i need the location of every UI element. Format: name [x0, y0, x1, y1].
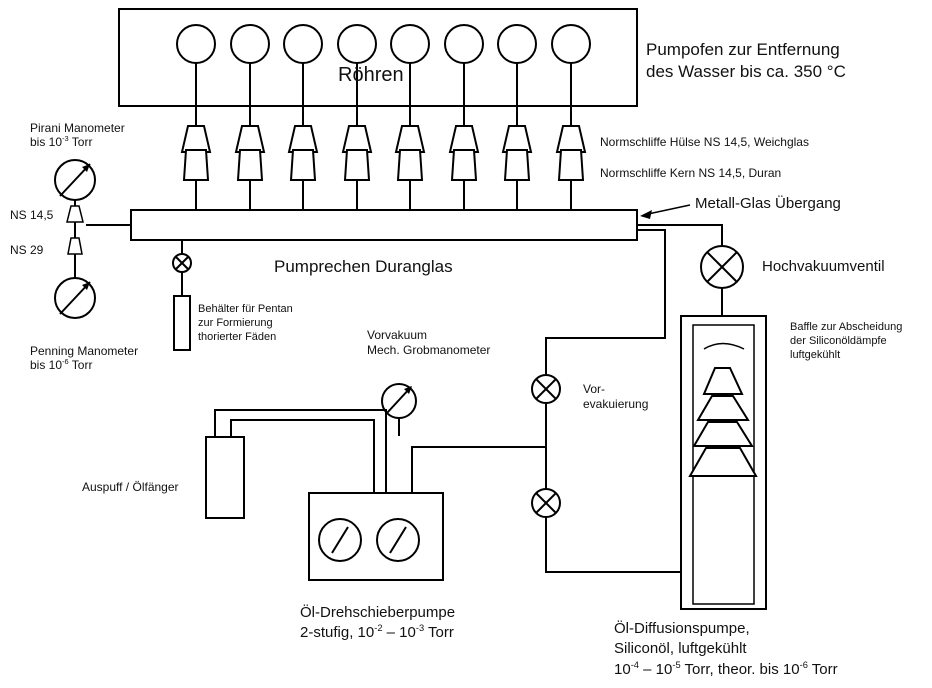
- tube-circle-1: [176, 24, 216, 64]
- socket-joint-7: [501, 125, 533, 153]
- cone-joint-6: [450, 149, 478, 181]
- rough-gauge-icon: [381, 383, 417, 419]
- cone-joint-3: [289, 149, 317, 181]
- penning-label-line1: Penning Manometer: [30, 344, 139, 358]
- tube-circle-4: [337, 24, 377, 64]
- baffle-label-line3: luftgekühlt: [790, 349, 841, 361]
- pirani-label-line2: bis 10-3 Torr: [30, 134, 93, 149]
- diffusion-label-line2: Siliconöl, luftgekühlt: [614, 640, 747, 657]
- penning-label-line2: bis 10-6 Torr: [30, 357, 93, 372]
- socket-joint-1: [180, 125, 212, 153]
- vorvakuum-label-line2: Mech. Grobmanometer: [367, 343, 491, 357]
- rough-manometer: [381, 383, 417, 436]
- exhaust-catcher: [205, 409, 387, 519]
- diffusion-label-line1: Öl-Diffusionspumpe,: [614, 620, 750, 637]
- penning-gauge-icon: [54, 277, 96, 319]
- vorvakuum-label-line1: Vorvakuum: [367, 328, 428, 342]
- oven-title-line1: Pumpofen zur Entfernung: [646, 40, 840, 59]
- rotary-dial-right-icon: [376, 518, 420, 562]
- cone-joint-5: [396, 149, 424, 181]
- pentan-label-line1: Behälter für Pentan: [198, 303, 293, 315]
- socket-joint-2: [234, 125, 266, 153]
- pentan-branch: [172, 240, 192, 351]
- tubes-label: Röhren: [338, 64, 404, 86]
- cone-joint-4: [343, 149, 371, 181]
- pentan-label-line2: zur Formierung: [198, 317, 273, 329]
- socket-joint-5: [394, 125, 426, 153]
- cone-joint-2: [236, 149, 264, 181]
- pentan-container: [173, 295, 191, 351]
- pump-oven-box: [118, 8, 638, 107]
- tube-circle-3: [283, 24, 323, 64]
- socket-joint-3: [287, 125, 319, 153]
- socket-joint-8: [555, 125, 587, 153]
- ns145-label: NS 14,5: [10, 208, 54, 222]
- tube-circle-2: [230, 24, 270, 64]
- pirani-label-line1: Pirani Manometer: [30, 121, 125, 135]
- vorevak-label-line2: evakuierung: [583, 397, 649, 411]
- tube-columns: [176, 24, 591, 210]
- rotary-label-line1: Öl-Drehschieberpumpe: [300, 604, 456, 621]
- left-manometer-branch: [54, 159, 131, 319]
- rotary-pump: [308, 492, 444, 581]
- right-piping: [411, 224, 744, 573]
- cone-joint-8: [557, 149, 585, 181]
- cone-joint-label: Normschliffe Kern NS 14,5, Duran: [600, 166, 782, 180]
- diffusion-label-line3: 10-4 – 10-5 Torr, theor. bis 10-6 Torr: [614, 660, 838, 678]
- metal-glass-label: Metall-Glas Übergang: [695, 195, 841, 212]
- socket-joint-4: [341, 125, 373, 153]
- rotary-dial-left-icon: [318, 518, 362, 562]
- tube-circle-5: [390, 24, 430, 64]
- ns29-label: NS 29: [10, 243, 44, 257]
- cone-joint-1: [182, 149, 210, 181]
- diffusion-pump: [680, 315, 767, 610]
- exhaust-label: Auspuff / Ölfänger: [82, 480, 179, 494]
- socket-joint-6: [448, 125, 480, 153]
- tube-circle-7: [497, 24, 537, 64]
- tube-circle-8: [551, 24, 591, 64]
- baffle-label-line2: der Siliconöldämpfe: [790, 335, 887, 347]
- tube-circle-6: [444, 24, 484, 64]
- hv-valve-label: Hochvakuumventil: [762, 258, 885, 275]
- cone-joint-7: [503, 149, 531, 181]
- manifold-label: Pumprechen Duranglas: [274, 257, 453, 276]
- pirani-gauge-icon: [54, 159, 96, 201]
- socket-joint-label: Normschliffe Hülse NS 14,5, Weichglas: [600, 135, 809, 149]
- manifold-bar: [130, 209, 638, 241]
- rotary-label-line2: 2-stufig, 10-2 – 10-3 Torr: [300, 623, 454, 641]
- baffle-label-line1: Baffle zur Abscheidung: [790, 321, 903, 333]
- pentan-label-line3: thorierter Fäden: [198, 331, 277, 343]
- vorevak-label-line1: Vor-: [583, 382, 606, 396]
- oven-title-line2: des Wasser bis ca. 350 °C: [646, 62, 846, 81]
